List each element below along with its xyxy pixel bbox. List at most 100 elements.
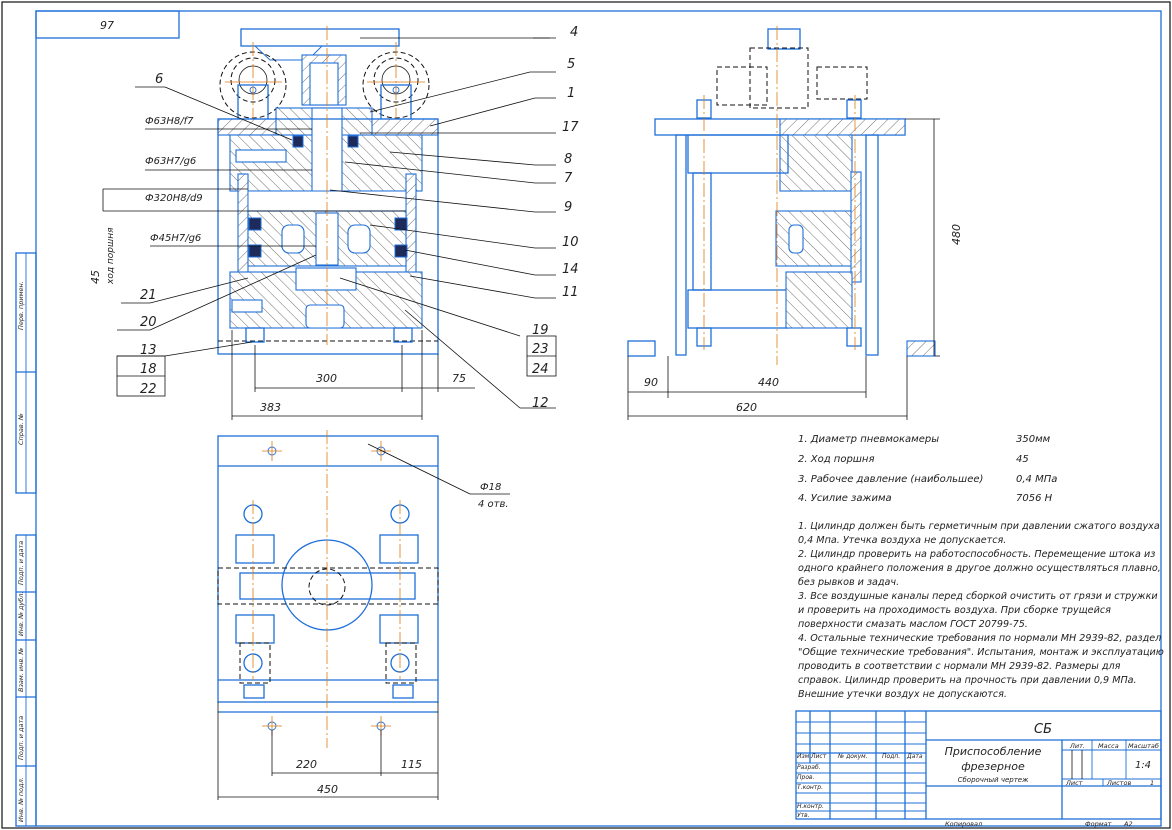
note-line: 0,4 Мпа. Утечка воздуха не допускается. <box>798 535 1006 546</box>
row-razrab: Разраб. <box>797 764 821 771</box>
spec-value: 350мм <box>1016 434 1051 445</box>
stamp-vzam-inv: Взам. инв. № <box>17 648 25 692</box>
stamp-inv-podl: Инв. № подл. <box>17 777 25 822</box>
callout-20: 20 <box>140 315 157 330</box>
callout-6: 6 <box>155 72 163 87</box>
front-dimensions: 300 75 383 <box>231 330 475 420</box>
callout-24: 24 <box>532 362 549 377</box>
side-view <box>627 26 936 365</box>
front-callouts-left: 6 21 20 13 18 22 <box>116 72 317 397</box>
fit-63h7g6: Ф63Н7/g6 <box>145 156 196 167</box>
spec-value: 45 <box>1016 454 1029 465</box>
dim-220: 220 <box>296 758 317 771</box>
doc-code: СБ <box>1034 722 1052 737</box>
callout-11: 11 <box>562 285 579 300</box>
callout-7: 7 <box>564 171 573 186</box>
title-line-1: Приспособление <box>945 745 1042 758</box>
sheets-label: Листов <box>1106 779 1131 787</box>
drawing-frame <box>35 10 1162 827</box>
front-callouts-right: 4 5 1 17 8 7 9 10 14 11 19 23 24 12 <box>329 25 579 411</box>
note-line: проводить в соответствии с нормали МН 29… <box>798 661 1121 672</box>
note-line: без рывков и задач. <box>798 576 899 588</box>
callout-22: 22 <box>140 382 157 397</box>
dim-620: 620 <box>736 401 757 414</box>
row-utv: Утв. <box>797 812 810 819</box>
scale-label: Масштаб <box>1128 742 1159 750</box>
callout-21: 21 <box>140 288 157 303</box>
part-4-bar <box>240 28 400 47</box>
stamp-podp-data-2: Подп. и дата <box>17 716 25 760</box>
front-section-view <box>217 26 439 355</box>
col-data: Дата <box>906 753 923 760</box>
callout-23: 23 <box>532 342 549 357</box>
format-label: Формат <box>1085 820 1112 828</box>
stamp-inv-dubl: Инв. № дубл. <box>17 592 25 636</box>
row-prov: Пров. <box>797 774 815 781</box>
roller-left <box>219 42 287 121</box>
stamp-sprav-no: Справ. № <box>17 413 25 445</box>
dim-75: 75 <box>452 372 466 385</box>
stroke-label: ход поршня <box>106 227 116 285</box>
note-line: 1. Цилиндр должен быть герметичным при д… <box>798 520 1160 532</box>
hole-diameter: Ф18 <box>480 482 501 493</box>
callout-13: 13 <box>140 343 157 358</box>
col-podp: Подп. <box>882 753 900 760</box>
title-line-2: фрезерное <box>961 760 1025 773</box>
top-dimensions: Ф18 4 отв. 220 115 450 <box>217 443 510 800</box>
spec-label: 2. Ход поршня <box>798 454 875 465</box>
callout-10: 10 <box>562 235 579 250</box>
dim-90: 90 <box>644 376 658 389</box>
side-dimensions: 480 90 440 620 <box>627 118 963 420</box>
corner-stamp-text: 97 <box>100 19 114 32</box>
callout-8: 8 <box>564 152 572 167</box>
sheets-count: 1 <box>1150 779 1154 787</box>
fit-320h8d9: Ф320Н8/d9 <box>145 193 203 204</box>
spec-label: 4. Усилие зажима <box>798 493 892 504</box>
note-line: справок. Цилиндр проверить на прочность … <box>798 675 1137 686</box>
note-line: 3. Все воздушные каналы перед сборкой оч… <box>798 590 1158 602</box>
callout-17: 17 <box>562 120 579 135</box>
dim-stroke-45: 45 <box>89 270 102 284</box>
row-nkontr: Н.контр. <box>797 803 824 810</box>
col-doc: № докум. <box>837 753 868 760</box>
subtitle: Сборочный чертеж <box>958 776 1029 784</box>
callout-12: 12 <box>532 396 549 411</box>
spec-value: 0,4 МПа <box>1016 474 1057 485</box>
callout-5: 5 <box>567 57 575 72</box>
stamp-perv-primen: Перв. примен. <box>17 281 25 330</box>
top-view <box>217 430 439 748</box>
note-line: поверхности смазать маслом ГОСТ 20799-75… <box>798 619 1028 630</box>
fit-63h8f7: Ф63Н8/f7 <box>145 116 194 127</box>
dim-450: 450 <box>317 783 338 796</box>
specs-table: 1. Диаметр пневмокамеры 350мм 2. Ход пор… <box>798 434 1057 504</box>
spec-label: 3. Рабочее давление (наибольшее) <box>798 473 983 485</box>
row-tkontr: Т.контр. <box>797 784 823 791</box>
dim-300: 300 <box>316 372 337 385</box>
mass-label: Масса <box>1098 742 1119 750</box>
hole-count: 4 отв. <box>478 499 509 510</box>
roller-right <box>362 42 430 121</box>
col-list: Лист <box>810 753 827 760</box>
note-line: 4. Остальные технические требования по н… <box>798 632 1161 644</box>
note-line: 2. Цилиндр проверить на работоспособност… <box>798 548 1155 560</box>
lit-label: Лит. <box>1069 742 1085 750</box>
corner-stamp: 97 <box>35 10 180 39</box>
side-stamp-column: Перв. примен. Справ. № Подп. и дата Инв.… <box>15 252 37 827</box>
spec-label: 1. Диаметр пневмокамеры <box>798 434 939 445</box>
dim-440: 440 <box>758 376 779 389</box>
dim-115: 115 <box>401 758 422 771</box>
technical-notes: 1. Цилиндр должен быть герметичным при д… <box>798 520 1164 700</box>
callout-9: 9 <box>564 200 572 215</box>
callout-14: 14 <box>562 262 579 277</box>
sheet-label: Лист <box>1065 779 1083 787</box>
callout-1: 1 <box>567 86 575 101</box>
note-line: одного крайнего положения в другое должн… <box>798 563 1161 574</box>
callout-18: 18 <box>140 362 157 377</box>
stamp-podp-data-1: Подп. и дата <box>17 541 25 585</box>
format-value: А2 <box>1123 820 1133 828</box>
scale-value: 1:4 <box>1135 760 1151 771</box>
fit-45h7g6: Ф45Н7/g6 <box>150 233 201 244</box>
note-line: и проверить на проходимость воздуха. При… <box>798 604 1111 616</box>
